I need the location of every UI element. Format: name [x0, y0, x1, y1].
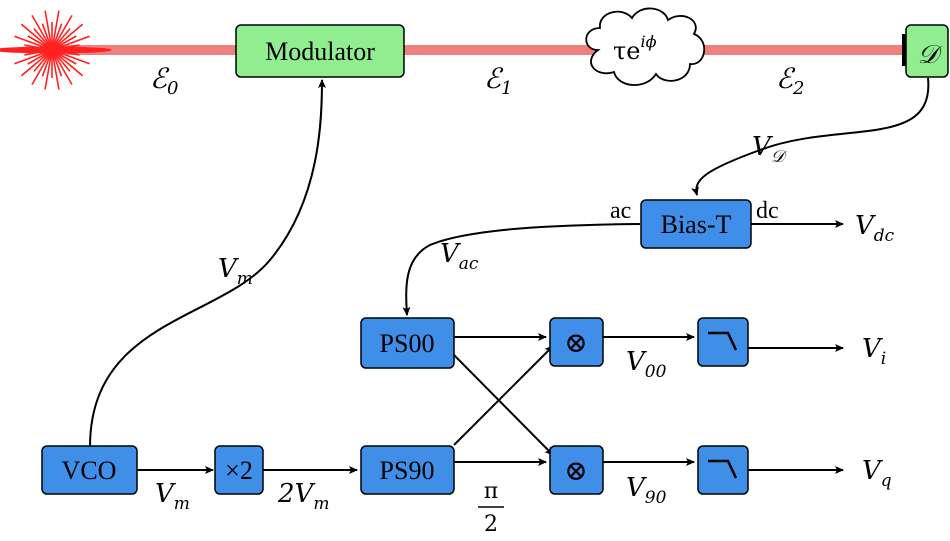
- port-ac-label: ac: [610, 198, 631, 224]
- signal-v-m-modulator: Vm: [218, 254, 253, 289]
- doubler-box[interactable]: ×2: [214, 445, 264, 495]
- mixer-1[interactable]: ⊗: [549, 317, 604, 367]
- signal-v-90: V90: [626, 473, 667, 508]
- wire-ps90-to-mixer1: [453, 345, 554, 446]
- signal-v-00: V00: [626, 347, 667, 382]
- lowpass-filter-2-icon: [708, 459, 738, 479]
- signal-v-m-vco: Vm: [155, 479, 190, 514]
- field-e1: ℰ1: [484, 62, 512, 99]
- phase-cloud: τeiϕ: [585, 7, 705, 86]
- signal-2v-m: 2Vm: [277, 479, 329, 514]
- wire-biast-ac-to-ps00: [402, 223, 641, 316]
- modulator-label: Modulator: [265, 37, 375, 66]
- signal-v-q: Vq: [862, 456, 892, 491]
- vco-box[interactable]: VCO: [41, 445, 138, 495]
- doubler-label: ×2: [225, 456, 253, 485]
- signal-v-detector: V𝒟: [752, 132, 788, 167]
- field-e2: ℰ2: [776, 62, 804, 99]
- svg-text:τeiϕ: τeiϕ: [613, 32, 657, 65]
- wire-detector-to-biast: [691, 77, 930, 196]
- phase-shift-fraction: π 2: [478, 479, 504, 537]
- lowpass-filter-1[interactable]: [697, 317, 749, 367]
- phase-element-exponent: iϕ: [640, 32, 656, 51]
- wire-ps00-to-mixer2: [453, 354, 554, 456]
- detector-box[interactable]: 𝒟: [902, 24, 949, 78]
- bias-t-box[interactable]: Bias-T: [640, 199, 752, 249]
- lowpass-filter-1-icon: [708, 331, 738, 351]
- mixer-1-symbol: ⊗: [564, 326, 587, 359]
- laser-source-icon: [0, 10, 112, 90]
- ps90-label: PS90: [380, 456, 435, 485]
- mixer-2-symbol: ⊗: [564, 454, 587, 487]
- signal-v-ac: Vac: [440, 239, 479, 274]
- bias-t-label: Bias-T: [661, 210, 732, 239]
- wire-vco-to-modulator: [89, 79, 326, 448]
- lowpass-filter-2[interactable]: [697, 445, 749, 495]
- phase-element-base: τe: [613, 37, 640, 65]
- phase-shift-numerator: π: [484, 479, 498, 504]
- vco-label: VCO: [62, 456, 117, 485]
- modulator-box[interactable]: Modulator: [235, 24, 405, 78]
- ps90-box[interactable]: PS90: [360, 445, 455, 495]
- signal-v-dc: Vdc: [855, 211, 895, 246]
- field-e0: ℰ0: [150, 62, 178, 99]
- ps00-box[interactable]: PS00: [360, 317, 455, 369]
- signal-v-i: Vi: [862, 334, 886, 369]
- ps00-label: PS00: [380, 329, 435, 358]
- port-dc-label: dc: [756, 198, 779, 224]
- mixer-2[interactable]: ⊗: [549, 445, 604, 495]
- phase-shift-denominator: 2: [484, 512, 498, 537]
